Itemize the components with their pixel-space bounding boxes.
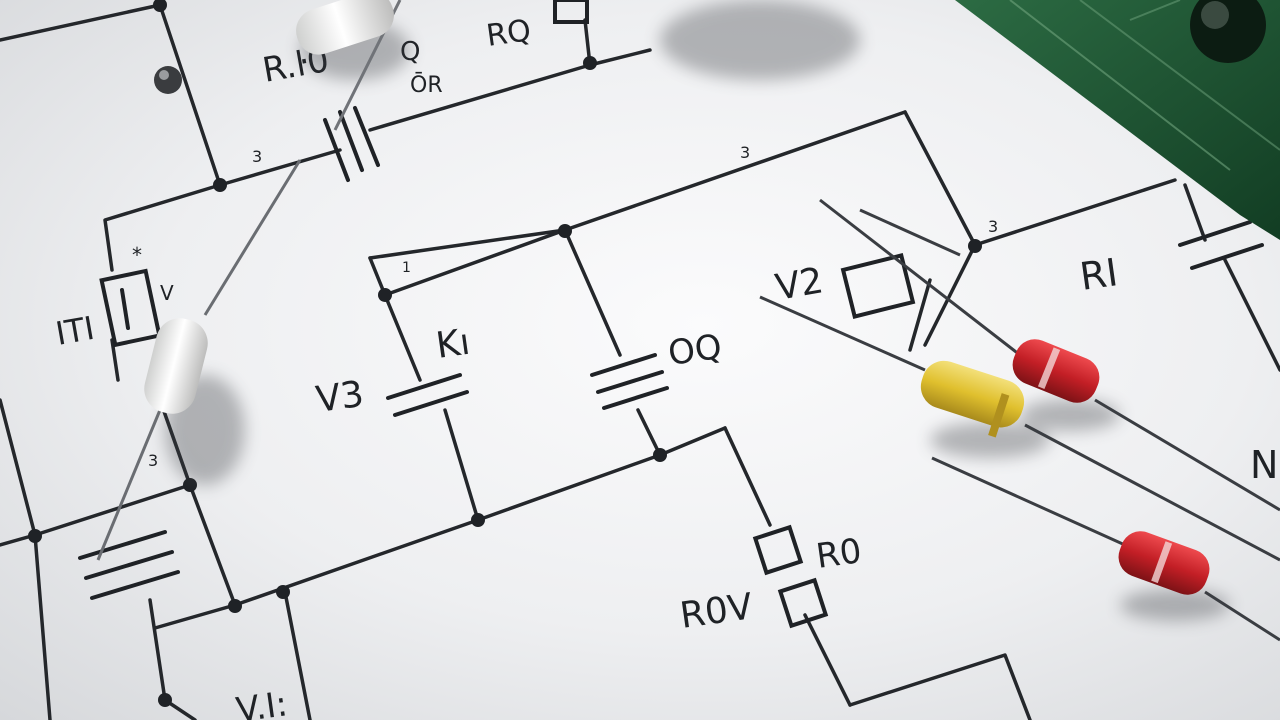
red-resistor-upper	[1012, 339, 1100, 403]
white-ceramic-resistor-top	[296, 0, 402, 131]
label-small-star: *	[132, 243, 142, 267]
label-q-top2: ŌR	[410, 72, 443, 98]
component-shadows	[165, 0, 1230, 621]
label-r1: RI	[1077, 250, 1120, 299]
yellow-resistor	[920, 360, 1025, 438]
label-small-3b: 3	[740, 143, 750, 162]
label-v2: V2	[772, 260, 826, 309]
label-v3: V3	[314, 374, 367, 421]
label-rq-top: RQ	[484, 13, 533, 54]
label-small-dot: 1	[402, 260, 411, 276]
green-pcb-board	[955, 0, 1280, 240]
label-k: Kı	[434, 322, 473, 367]
label-r0v: R0V	[678, 586, 756, 637]
label-small-v: V	[160, 281, 174, 305]
label-oq: OQ	[666, 327, 725, 374]
label-small-3a: 3	[252, 147, 262, 166]
white-ceramic-resistor-left	[96, 159, 302, 561]
metal-bead	[154, 66, 182, 94]
label-small-3d: 3	[988, 217, 998, 236]
label-iti: ITI	[53, 309, 97, 353]
label-bottom: V.I:	[234, 684, 290, 720]
schematic-symbols	[78, 0, 1264, 629]
label-n: N	[1250, 443, 1278, 487]
red-resistor-lower	[1118, 531, 1210, 595]
resistor-leads	[759, 198, 1280, 642]
label-r0: R0	[814, 531, 864, 577]
label-small-3c: 3	[148, 451, 158, 470]
schematic-labels: R.ŀ0 RQ Q ŌR ITI Kı V3 OQ V2 RI R0 R0V N…	[53, 13, 1279, 720]
schematic-junctions	[28, 0, 982, 707]
